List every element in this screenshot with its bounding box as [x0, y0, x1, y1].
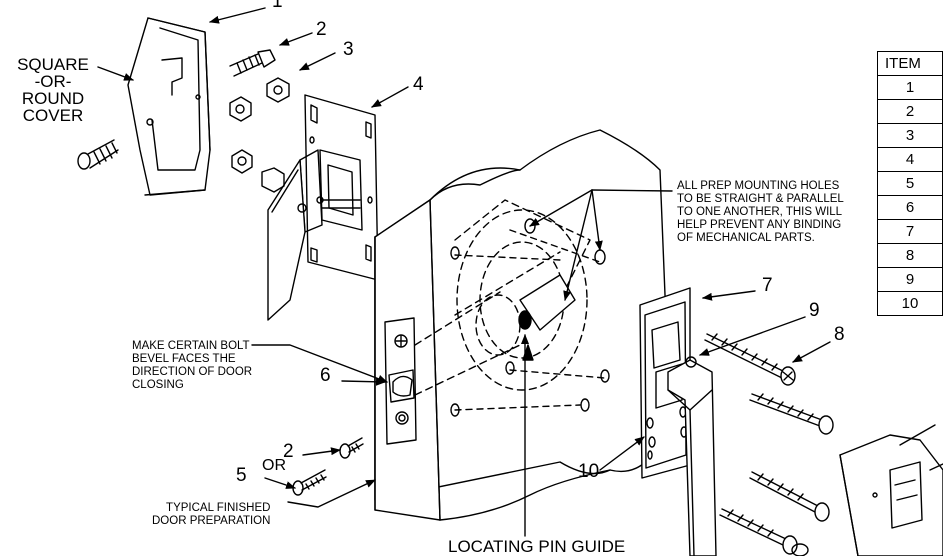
wood-screws	[292, 437, 364, 496]
bolt-bevel-note: MAKE CERTAIN BOLT BEVEL FACES THE DIRECT…	[132, 340, 252, 392]
callout-3: 3	[343, 39, 354, 60]
table-row: 3	[877, 123, 943, 148]
callout-7: 7	[762, 275, 773, 296]
table-row: 1	[877, 75, 943, 100]
table-cell: 9	[877, 267, 943, 292]
lever-9	[667, 356, 717, 556]
callout-10: 10	[578, 461, 600, 482]
table-row: 9	[877, 267, 943, 292]
cover-part-bottom	[839, 434, 943, 556]
screw-2	[229, 49, 276, 77]
table-cell: 5	[877, 171, 943, 196]
table-header-row: ITEM	[877, 51, 943, 76]
mounting-plate-4	[261, 94, 379, 321]
leader-lines	[97, 7, 936, 537]
note-line: DOOR PREPARATION	[152, 515, 271, 527]
callout-1: 1	[272, 0, 283, 12]
table-row: 2	[877, 99, 943, 124]
table-cell: 7	[877, 219, 943, 244]
callout-6: 6	[320, 365, 331, 386]
table-header: ITEM	[877, 51, 943, 76]
table-cell: 8	[877, 243, 943, 268]
note-line: ALL PREP MOUNTING HOLES	[677, 180, 840, 192]
note-line: TO BE STRAIGHT & PARALLEL	[677, 193, 844, 205]
table-cell: 1	[877, 75, 943, 100]
note-line: TYPICAL FINISHED	[166, 502, 271, 514]
table-row: 5	[877, 171, 943, 196]
note-line: MAKE CERTAIN BOLT	[132, 340, 250, 352]
locating-pin-guide-label: LOCATING PIN GUIDE	[448, 537, 626, 556]
note-line: DIRECTION OF DOOR	[132, 366, 253, 378]
table-cell: 6	[877, 195, 943, 220]
callout-5: 5	[236, 465, 247, 486]
note-line: TO ONE ANOTHER, THIS WILL	[677, 206, 843, 218]
door-section	[374, 129, 671, 521]
table-cell: 2	[877, 99, 943, 124]
prep-holes-note: ALL PREP MOUNTING HOLES TO BE STRAIGHT &…	[677, 180, 844, 245]
table-cell: 10	[877, 291, 943, 316]
note-line: OF MECHANICAL PARTS.	[677, 232, 815, 244]
callout-8: 8	[834, 324, 845, 345]
table-cell: 3	[877, 123, 943, 148]
note-line: HELP PREVENT ANY BINDING	[677, 219, 842, 231]
callout-2: 2	[316, 19, 327, 40]
cover-label-line: -OR-	[34, 72, 72, 91]
nut-3	[229, 77, 290, 174]
cover-label-line: ROUND	[21, 89, 85, 108]
table-row: 4	[877, 147, 943, 172]
callout-4: 4	[413, 74, 424, 95]
cover-screw	[77, 139, 119, 170]
cover-label: SQUARE -OR- ROUND COVER	[8, 56, 98, 124]
note-line: BEVEL FACES THE	[132, 353, 236, 365]
table-cell: 4	[877, 147, 943, 172]
item-table: ITEM 1 2 3 4 5 6 7 8 9 10	[877, 51, 943, 316]
callout-2-alt: 2	[283, 441, 294, 462]
note-line: CLOSING	[132, 379, 184, 391]
long-screws-8	[704, 333, 834, 556]
or-label: OR	[262, 457, 286, 474]
table-row: 7	[877, 219, 943, 244]
table-row: 8	[877, 243, 943, 268]
table-row: 10	[877, 291, 943, 316]
cover-label-line: SQUARE	[17, 55, 89, 74]
cover-part-top	[127, 17, 211, 196]
table-row: 6	[877, 195, 943, 220]
finished-door-note: TYPICAL FINISHED DOOR PREPARATION	[152, 502, 270, 528]
cover-label-line: COVER	[22, 106, 84, 125]
callout-9: 9	[809, 300, 820, 321]
